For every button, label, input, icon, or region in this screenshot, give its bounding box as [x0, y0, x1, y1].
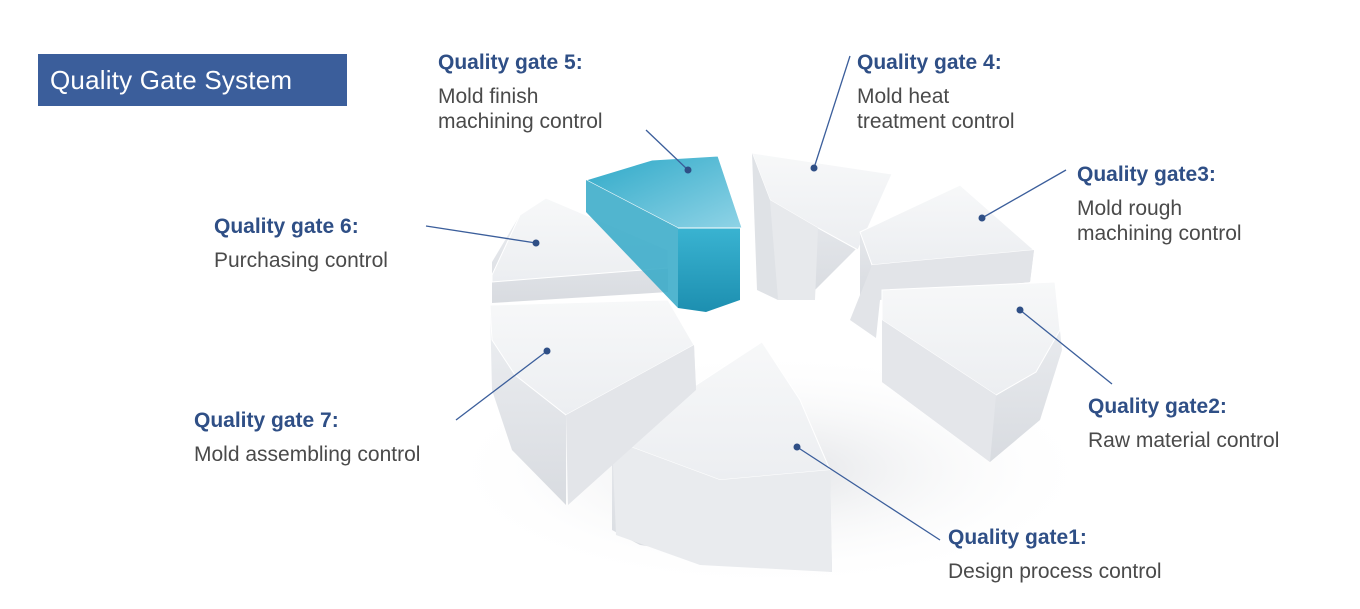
- gate-1-desc: Design process control: [948, 560, 1162, 583]
- gate-7-desc: Mold assembling control: [194, 443, 421, 466]
- gate-3-label: Quality gate3: Mold rough machining cont…: [1077, 162, 1242, 246]
- gate-6-title: Quality gate 6:: [214, 215, 359, 238]
- gate-1-title: Quality gate1:: [948, 526, 1087, 549]
- gate-2-label: Quality gate2: Raw material control: [1088, 394, 1279, 453]
- gate-4-label: Quality gate 4: Mold heat treatment cont…: [857, 50, 1015, 134]
- gate-4-desc: Mold heat treatment control: [857, 85, 1015, 133]
- gate-5-label: Quality gate 5: Mold finish machining co…: [438, 50, 603, 134]
- gate-6-desc: Purchasing control: [214, 249, 388, 272]
- gate-2-title: Quality gate2:: [1088, 395, 1227, 418]
- gate-2-desc: Raw material control: [1088, 429, 1280, 452]
- gate-6-label: Quality gate 6: Purchasing control: [214, 214, 388, 273]
- gate-3-title: Quality gate3:: [1077, 163, 1216, 186]
- pie-slice-gate-1: [610, 341, 832, 572]
- gate-7-label: Quality gate 7: Mold assembling control: [194, 408, 420, 467]
- pie-slice-gate-4: [751, 152, 893, 300]
- pie-slice-gate-6: [491, 197, 669, 303]
- leader-dots: [532, 164, 1024, 451]
- pie-slice-gate-5: [584, 155, 743, 312]
- gate-5-desc: Mold finish machining control: [438, 85, 603, 133]
- pie-slice-gate-7: [489, 299, 696, 505]
- gate-3-desc: Mold rough machining control: [1077, 197, 1242, 245]
- leader-lines: [425, 55, 1113, 541]
- gate-7-title: Quality gate 7:: [194, 409, 339, 432]
- gate-5-title: Quality gate 5:: [438, 51, 583, 74]
- pie-slice-gate-2: [881, 281, 1062, 462]
- page-title: Quality Gate System: [38, 54, 347, 106]
- gate-4-title: Quality gate 4:: [857, 51, 1002, 74]
- gate-1-label: Quality gate1: Design process control: [948, 525, 1162, 584]
